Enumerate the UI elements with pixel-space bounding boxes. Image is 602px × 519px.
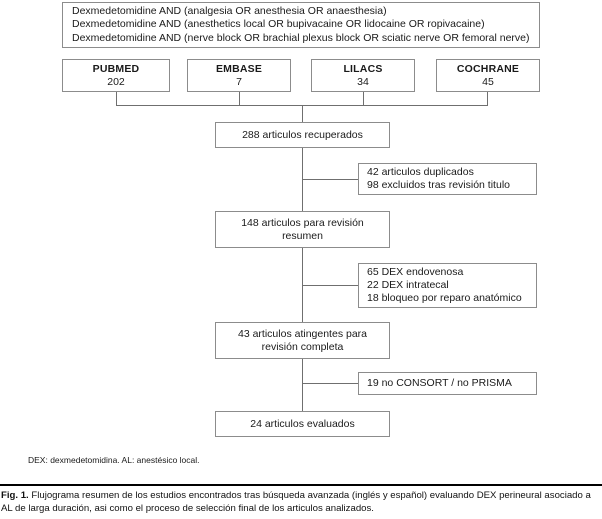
- connector-lilacs-stub: [363, 92, 364, 106]
- exclusion-2-line-1: 65 DEX endovenosa: [367, 266, 464, 278]
- flow-box-full-text-review: 43 articulos atingentes para revisión co…: [215, 322, 390, 359]
- database-box-embase: EMBASE 7: [187, 59, 291, 92]
- connector-manifold-to-retrieved: [302, 105, 303, 122]
- caption-divider: [0, 484, 602, 486]
- database-name-embase: EMBASE: [215, 62, 263, 75]
- exclusion-2-line-2: 22 DEX intratecal: [367, 279, 449, 291]
- query-line-2: Dexmedetomidine AND (anesthetics local O…: [72, 18, 485, 31]
- search-query-box: Dexmedetomidine AND (analgesia OR anesth…: [62, 2, 540, 48]
- articles-evaluated-text: 24 articulos evaluados: [250, 417, 355, 430]
- database-name-pubmed: PUBMED: [92, 62, 140, 75]
- database-count-lilacs: 34: [357, 75, 369, 88]
- records-retrieved-text: 288 articulos recuperados: [242, 128, 363, 141]
- exclusion-1-line-2: 98 excluidos tras revisión titulo: [367, 179, 510, 191]
- database-count-embase: 7: [236, 75, 242, 88]
- abbreviation-legend: DEX: dexmedetomidina. AL: anestésico loc…: [28, 455, 200, 465]
- connector-branch-exclusion-3: [302, 383, 359, 384]
- full-review-line-1: 43 articulos atingentes para: [238, 327, 367, 340]
- exclusion-box-step-2: 65 DEX endovenosa 22 DEX intratecal 18 b…: [358, 263, 537, 308]
- database-box-cochrane: COCHRANE 45: [436, 59, 540, 92]
- database-box-lilacs: LILACS 34: [311, 59, 415, 92]
- database-box-pubmed: PUBMED 202: [62, 59, 170, 92]
- query-line-1: Dexmedetomidine AND (analgesia OR anesth…: [72, 5, 387, 18]
- exclusion-2-line-3: 18 bloqueo por reparo anatómico: [367, 292, 522, 304]
- flow-box-records-retrieved: 288 articulos recuperados: [215, 122, 390, 148]
- database-count-pubmed: 202: [107, 75, 125, 88]
- abstract-review-line-2: resumen: [282, 229, 323, 242]
- figure-caption-text: Flujograma resumen de los estudios encon…: [1, 490, 591, 514]
- figure-caption: Fig. 1. Flujograma resumen de los estudi…: [1, 490, 601, 515]
- connector-embase-stub: [239, 92, 240, 106]
- exclusion-box-step-3: 19 no CONSORT / no PRISMA: [358, 372, 537, 395]
- database-name-cochrane: COCHRANE: [456, 62, 520, 75]
- query-line-3: Dexmedetomidine AND (nerve block OR brac…: [72, 31, 530, 44]
- connector-pubmed-stub: [116, 92, 117, 106]
- exclusion-box-step-1: 42 articulos duplicados 98 excluidos tra…: [358, 163, 537, 195]
- database-count-cochrane: 45: [482, 75, 494, 88]
- connector-full-to-evaluated: [302, 359, 303, 411]
- connector-cochrane-stub: [487, 92, 488, 106]
- connector-branch-exclusion-1: [302, 179, 359, 180]
- exclusion-3-line-1: 19 no CONSORT / no PRISMA: [367, 377, 512, 389]
- figure-label: Fig. 1.: [1, 490, 29, 501]
- abstract-review-line-1: 148 articulos para revisión: [241, 216, 364, 229]
- connector-branch-exclusion-2: [302, 285, 359, 286]
- flow-box-abstract-review: 148 articulos para revisión resumen: [215, 211, 390, 248]
- exclusion-1-line-1: 42 articulos duplicados: [367, 166, 474, 178]
- flow-box-articles-evaluated: 24 articulos evaluados: [215, 411, 390, 437]
- database-name-lilacs: LILACS: [343, 62, 383, 75]
- full-review-line-2: revisión completa: [261, 340, 344, 353]
